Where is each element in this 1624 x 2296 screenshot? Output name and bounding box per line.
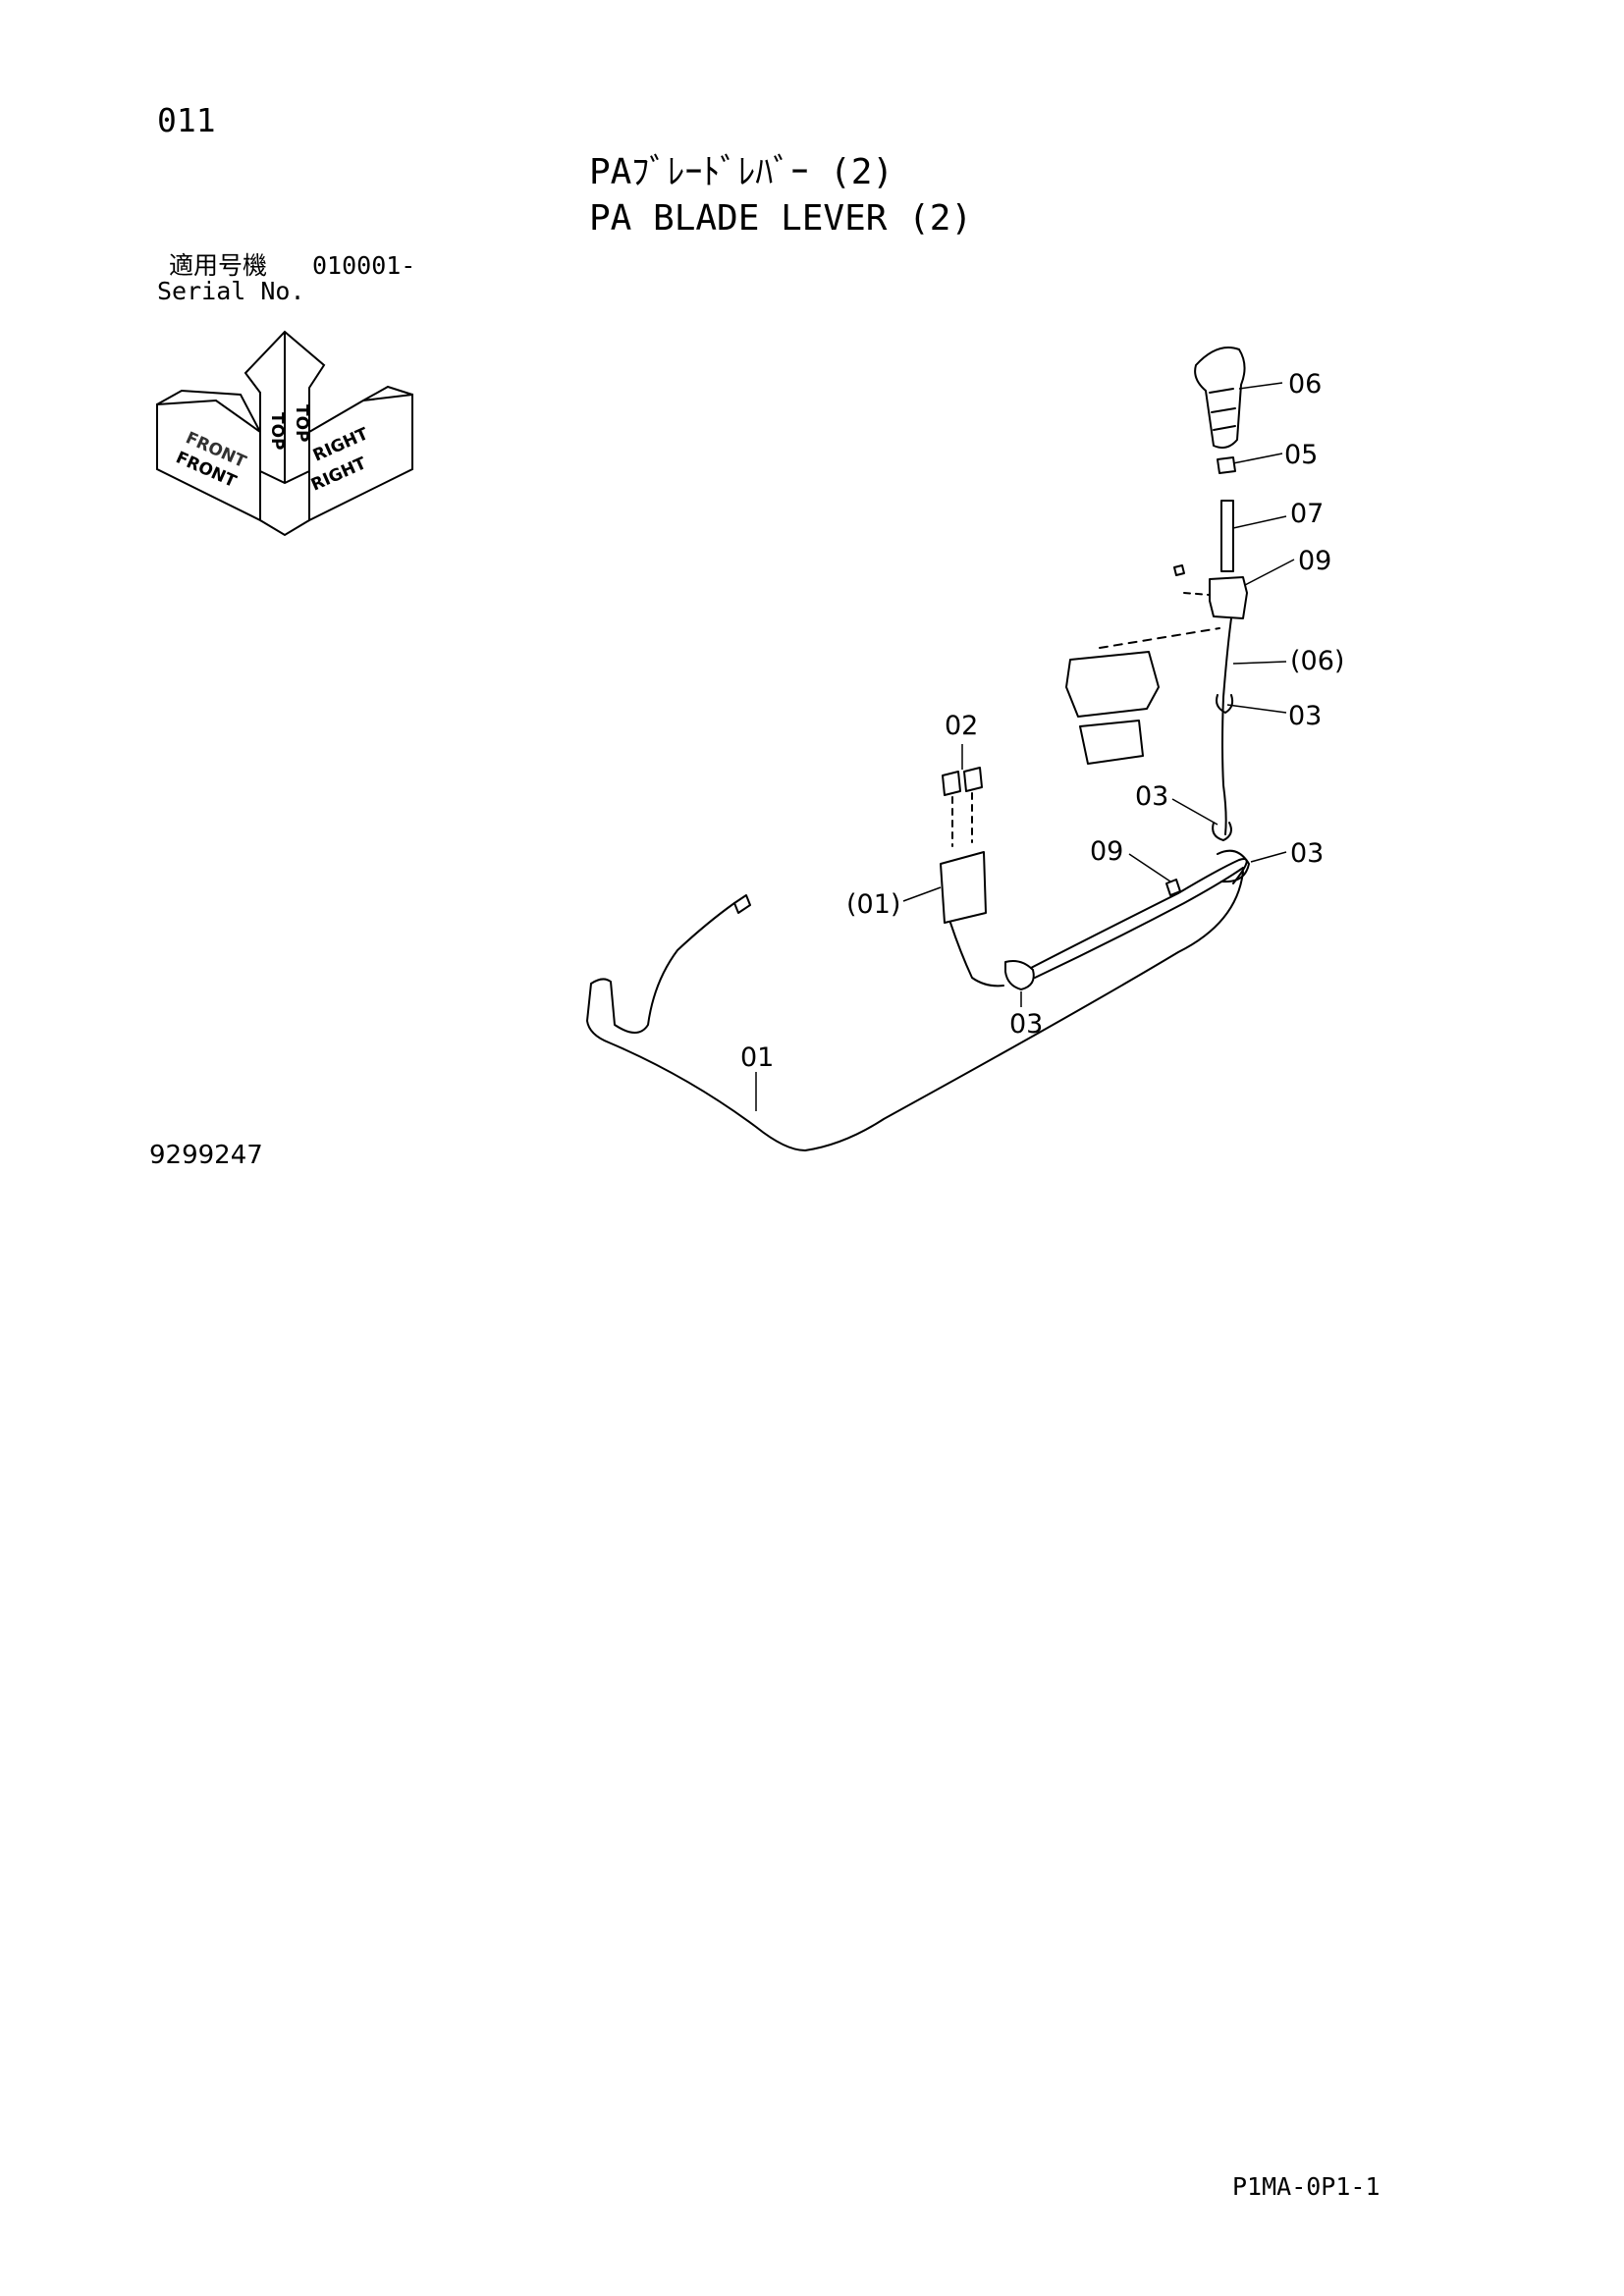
callout-05: 05 [1284,440,1318,470]
connector-a-shape [942,771,961,796]
leader-09b [1128,853,1171,882]
top-label: TOP [267,412,287,451]
clamp-middle-shape [1212,822,1232,841]
page-number: 011 [157,101,216,139]
page-title: PA BLADE LEVER (2) [589,198,973,239]
callout-09: 09 [1298,546,1331,576]
connector-b-shape [963,767,983,792]
front-arrow-shape [156,389,261,433]
main-harness-line-parallel [1034,867,1244,979]
callout-01-paren: (01) [846,889,900,920]
callout-01: 01 [740,1042,774,1073]
clamp-lower-shape [1004,960,1035,990]
top-label-shadow: TOP [292,404,311,443]
clamp-upper-shape [1216,694,1234,714]
leader-03c [1250,851,1287,863]
drawing-number: 9299247 [149,1141,263,1170]
connector-guide-lines [951,792,973,847]
lever-knob-grip-lines [1209,388,1236,431]
serial-label: Serial No. [157,277,305,305]
callout-03: 03 [1290,838,1324,869]
leader-03b [1171,798,1218,826]
callout-02: 02 [945,711,978,741]
callout-06-paren: (06) [1290,646,1344,676]
right-face-shape [308,393,413,522]
leader-06 [1238,382,1283,390]
bolt-shape [1173,564,1185,576]
leader-07 [1232,515,1287,529]
front-face-shape [156,399,261,522]
leader-09a [1244,559,1295,586]
clamp-right-shape [1217,849,1250,883]
bracket-shape [1209,576,1248,619]
bolt-guide-line [1183,592,1211,596]
serial-label-japanese: 適用号機 [169,251,268,280]
callout-03: 03 [1288,701,1322,731]
serial-range: 010001- [312,251,416,280]
page-title-japanese: PAﾌﾞﾚｰﾄﾞﾚﾊﾞｰ (2) [589,152,894,192]
leader-06p [1232,661,1287,665]
callout-03: 03 [1135,781,1168,812]
lever-nut-shape [1217,456,1236,474]
bottom-corner-line [259,519,310,537]
leader-01p [902,886,942,902]
switch-guide-line [1099,627,1220,649]
lever-harness-line [1221,617,1232,835]
lever-knob-shape [1194,347,1246,449]
connector-block-shape [940,851,987,924]
long-harness-line [586,871,1244,1151]
leader-03a [1226,704,1287,714]
right-arrow-shape [362,385,413,401]
switch-box-shape [1065,651,1160,718]
switch-box-lower-shape [1079,720,1144,765]
lever-rod-shape [1220,500,1234,572]
leader-05 [1232,453,1283,464]
page-code: P1MA-0P1-1 [1232,2172,1380,2201]
callout-09: 09 [1090,836,1123,867]
top-arrow-shape [244,330,326,485]
callout-03: 03 [1009,1009,1043,1040]
harness-end-connector-shape [733,894,751,914]
tie-band-shape [1165,879,1181,896]
main-harness-line [1030,858,1248,969]
branch-harness-line [949,922,1004,988]
callout-07: 07 [1290,499,1324,529]
callout-06: 06 [1288,369,1322,400]
